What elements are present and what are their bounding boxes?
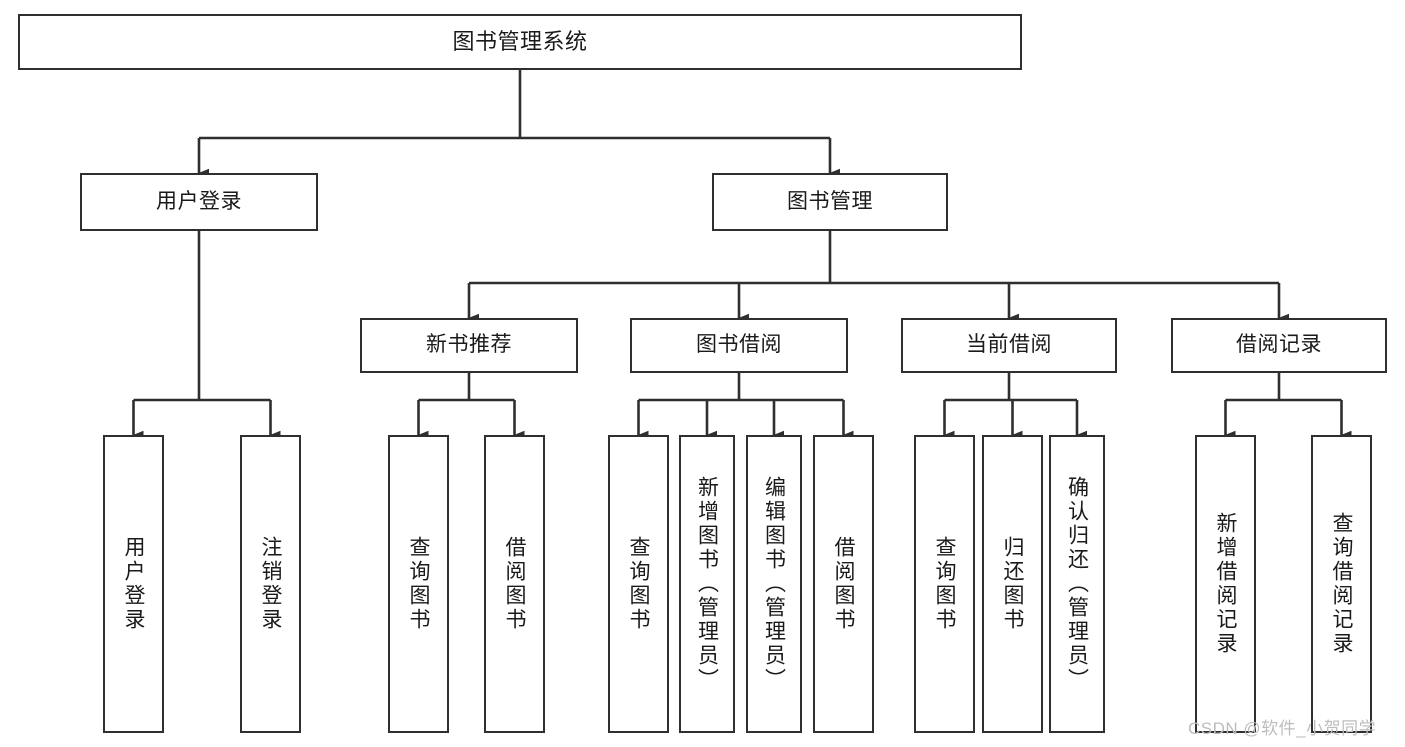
leaf-node-borrow-book-2[interactable]: 借阅图书: [813, 435, 874, 733]
leaf-node-logout[interactable]: 注销登录: [240, 435, 301, 733]
node-label: 图书管理系统: [452, 29, 588, 55]
leaf-node-query-book-2[interactable]: 查询图书: [608, 435, 669, 733]
leaf-node-add-borrow-record[interactable]: 新增借阅记录: [1195, 435, 1256, 733]
csdn-watermark: CSDN @软件_小贺同学: [1188, 719, 1377, 738]
leaf-node-query-borrow-record[interactable]: 查询借阅记录: [1311, 435, 1372, 733]
leaf-node-user-login[interactable]: 用户登录: [103, 435, 164, 733]
node-user-login[interactable]: 用户登录: [80, 173, 318, 231]
leaf-node-query-book-3[interactable]: 查询图书: [914, 435, 975, 733]
node-label: 归还图书: [1001, 536, 1024, 632]
node-label: 借阅图书: [832, 536, 855, 632]
leaf-node-query-book-1[interactable]: 查询图书: [388, 435, 449, 733]
leaf-node-add-book-admin[interactable]: 新增图书（管理员）: [679, 435, 735, 733]
node-label: 查询图书: [933, 536, 956, 632]
node-label: 新增图书（管理员）: [695, 476, 719, 692]
node-current-borrowing[interactable]: 当前借阅: [901, 318, 1117, 373]
node-label: 借阅记录: [1236, 333, 1322, 357]
leaf-node-return-book[interactable]: 归还图书: [982, 435, 1043, 733]
node-label: 当前借阅: [966, 333, 1052, 357]
node-borrowing-record[interactable]: 借阅记录: [1171, 318, 1387, 373]
node-label: 新增借阅记录: [1214, 512, 1237, 656]
node-book-management[interactable]: 图书管理: [712, 173, 948, 231]
node-new-book-recommendation[interactable]: 新书推荐: [360, 318, 578, 373]
leaf-node-edit-book-admin[interactable]: 编辑图书（管理员）: [746, 435, 802, 733]
leaf-node-borrow-book-1[interactable]: 借阅图书: [484, 435, 545, 733]
node-label: 确认归还（管理员）: [1065, 476, 1089, 692]
node-label: 图书管理: [787, 189, 873, 213]
node-label: 用户登录: [156, 189, 242, 213]
node-root-book-management-system[interactable]: 图书管理系统: [18, 14, 1022, 70]
node-label: 查询图书: [407, 536, 430, 632]
node-label: 图书借阅: [696, 333, 782, 357]
node-label: 编辑图书（管理员）: [762, 476, 786, 692]
leaf-node-confirm-return-admin[interactable]: 确认归还（管理员）: [1049, 435, 1105, 733]
node-label: 查询借阅记录: [1330, 512, 1353, 656]
node-label: 注销登录: [259, 536, 282, 632]
node-label: 新书推荐: [426, 333, 512, 357]
node-label: 借阅图书: [503, 536, 526, 632]
node-book-borrowing[interactable]: 图书借阅: [630, 318, 848, 373]
node-label: 用户登录: [122, 536, 145, 632]
node-label: 查询图书: [627, 536, 650, 632]
